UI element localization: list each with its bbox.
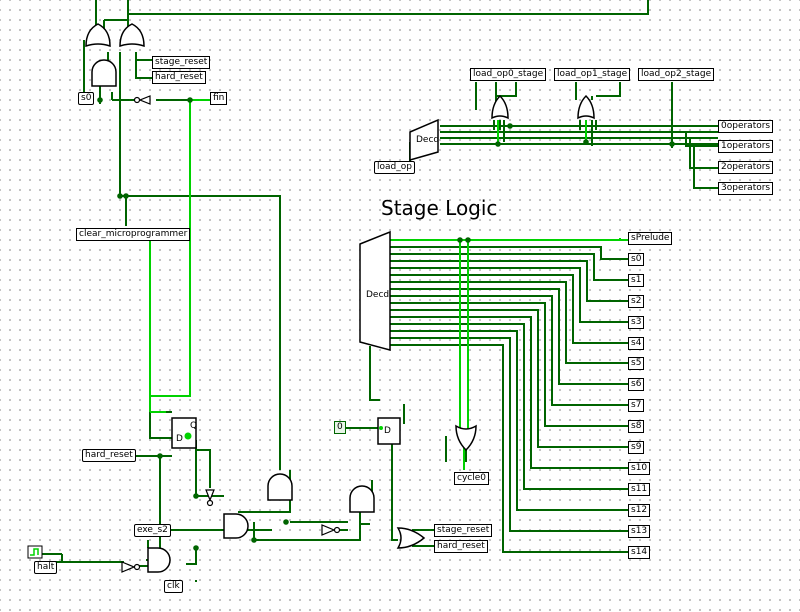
- pin-stage-s11[interactable]: s11: [628, 483, 651, 496]
- pin-stage-s4[interactable]: s4: [628, 337, 645, 350]
- pin-load-op[interactable]: load_op: [374, 161, 415, 174]
- constant-zero: 0: [334, 421, 346, 434]
- pin-stage-s13[interactable]: s13: [628, 525, 651, 538]
- junction-dot: [465, 237, 471, 243]
- pin-hard-reset-bottom[interactable]: hard_reset: [434, 540, 488, 553]
- or-gate-reset: [396, 527, 426, 549]
- junction-dot: [123, 193, 129, 199]
- pin-s0-input[interactable]: s0: [78, 92, 95, 105]
- junction-dot: [507, 123, 513, 129]
- junction-dot: [251, 537, 257, 543]
- decoder-output-wire: [390, 337, 628, 532]
- junction-dot: [193, 493, 199, 499]
- top-not-gate: [133, 95, 151, 105]
- pin-stage-s0[interactable]: s0: [628, 253, 645, 266]
- pin-stage-sprelude[interactable]: sPrelude: [628, 232, 673, 245]
- pin-stage-s5[interactable]: s5: [628, 357, 645, 370]
- and-gate-halt: [147, 547, 171, 573]
- pin-0operators[interactable]: 0operators: [718, 120, 774, 133]
- pin-clear-microprogrammer[interactable]: clear_microprogrammer: [76, 228, 191, 241]
- or-gate-cycle0: [455, 424, 477, 452]
- pin-hard-reset-top[interactable]: hard_reset: [152, 71, 206, 84]
- small-decoder: [409, 118, 439, 161]
- pin-stage-s12[interactable]: s12: [628, 504, 651, 517]
- decoder-output-wire: [390, 281, 628, 364]
- junction-dot: [187, 97, 193, 103]
- decoder-output-wire: [390, 309, 628, 448]
- pin-load-op0-stage[interactable]: load_op0_stage: [470, 68, 547, 81]
- load-op-or-gate-1: [491, 94, 509, 120]
- pin-3operators[interactable]: 3operators: [718, 182, 774, 195]
- page-title: Stage Logic: [381, 196, 498, 220]
- pin-stage-reset-bottom[interactable]: stage_reset: [434, 524, 493, 537]
- decoder-output-wire: [390, 344, 628, 553]
- pin-stage-s14[interactable]: s14: [628, 546, 651, 559]
- junction-dot: [283, 519, 289, 525]
- top-and-gate: [91, 59, 117, 87]
- pin-halt[interactable]: halt: [34, 561, 58, 574]
- pin-exe-s2[interactable]: exe_s2: [134, 524, 171, 537]
- wire-junctions: [97, 97, 675, 551]
- top-or-gate-left: [85, 23, 111, 48]
- junction-dot: [117, 193, 123, 199]
- pin-stage-s7[interactable]: s7: [628, 399, 645, 412]
- pin-stage-reset-top[interactable]: stage_reset: [152, 56, 211, 69]
- pin-1operators[interactable]: 1operators: [718, 140, 774, 153]
- junction-dot: [583, 139, 589, 145]
- decoder-output-wire: [390, 253, 628, 281]
- junction-dot: [193, 545, 199, 551]
- decoder-output-wire: [390, 246, 628, 260]
- decoder-output-wire: [390, 260, 628, 302]
- pin-load-op1-stage[interactable]: load_op1_stage: [554, 68, 631, 81]
- d-flipflop: [171, 417, 197, 449]
- decoder-output-wire: [390, 274, 628, 344]
- not-gate-exe: [321, 524, 341, 536]
- pin-stage-s2[interactable]: s2: [628, 295, 645, 308]
- pin-stage-s6[interactable]: s6: [628, 378, 645, 391]
- junction-dot: [157, 453, 163, 459]
- decoder-output-wire: [390, 267, 628, 323]
- junction-dot: [669, 141, 675, 147]
- decoder-output-wire: [390, 323, 628, 490]
- and-gate-exe: [223, 513, 249, 539]
- top-or-gate-right: [119, 23, 145, 48]
- pin-2operators[interactable]: 2operators: [718, 161, 774, 174]
- big-decoder: [359, 230, 391, 351]
- not-gate-halt: [121, 561, 141, 573]
- load-op-or-gate-2: [577, 94, 595, 120]
- not-gate-mid: [205, 489, 215, 507]
- junction-dot: [457, 237, 463, 243]
- and-gate-upper: [267, 473, 293, 501]
- junction-dot: [495, 141, 501, 147]
- pin-hard-reset-left[interactable]: hard_reset: [82, 449, 136, 462]
- pin-stage-s8[interactable]: s8: [628, 420, 645, 433]
- pin-load-op2-stage[interactable]: load_op2_stage: [638, 68, 715, 81]
- pin-fin[interactable]: fin: [210, 92, 228, 105]
- stage-register: [377, 417, 401, 445]
- pin-stage-s10[interactable]: s10: [628, 462, 651, 475]
- pin-stage-s1[interactable]: s1: [628, 274, 645, 287]
- pin-clk[interactable]: clk: [164, 580, 183, 593]
- pin-stage-s3[interactable]: s3: [628, 316, 645, 329]
- and-gate-right: [349, 485, 375, 513]
- decoder-output-wire: [390, 295, 628, 406]
- decoder-output-wire: [390, 330, 628, 511]
- clock-source-icon: [27, 545, 43, 559]
- junction-dot: [97, 97, 103, 103]
- pin-cycle0[interactable]: cycle0: [454, 472, 489, 485]
- decoder-output-wire: [390, 288, 628, 385]
- pin-stage-s9[interactable]: s9: [628, 441, 645, 454]
